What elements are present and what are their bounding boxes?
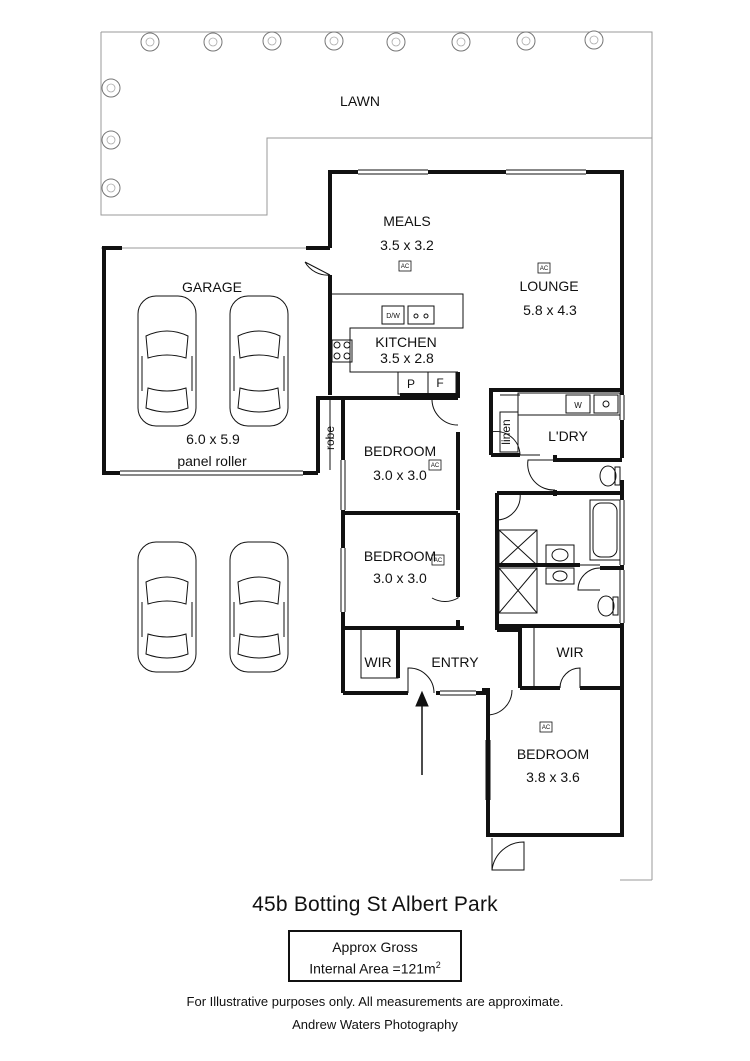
lounge-label: LOUNGE <box>519 278 578 294</box>
photographer-credit: Andrew Waters Photography <box>292 1017 458 1032</box>
area-value-text: Internal Area =121m <box>309 960 436 977</box>
doors <box>304 261 601 871</box>
windows <box>120 169 625 800</box>
interior-walls <box>341 372 622 690</box>
dishwasher-label: D/W <box>386 313 400 320</box>
entry-label: ENTRY <box>431 654 479 670</box>
area-box: Approx Gross Internal Area =121m2 <box>288 930 462 982</box>
disclaimer: For Illustrative purposes only. All meas… <box>186 994 564 1009</box>
lounge-size: 5.8 x 4.3 <box>523 302 577 318</box>
ac-label: AC <box>434 558 443 564</box>
laundry-label: L'DRY <box>548 428 588 444</box>
bedroom-label: BEDROOM <box>517 746 589 762</box>
kitchen-size: 3.5 x 2.8 <box>380 350 434 366</box>
ac-label: AC <box>540 266 549 272</box>
bedroom-size: 3.8 x 3.6 <box>526 769 580 785</box>
pantry-label: P <box>407 377 415 391</box>
meals-size: 3.5 x 3.2 <box>380 237 434 253</box>
exterior-walls <box>102 170 624 837</box>
garage-door-label: panel roller <box>177 453 247 469</box>
wir-label: WIR <box>364 654 391 670</box>
robe-label: robe <box>323 426 337 450</box>
meals-label: MEALS <box>383 213 430 229</box>
bedroom-label: BEDROOM <box>364 548 436 564</box>
ac-markers <box>398 260 553 733</box>
ac-label: AC <box>431 463 440 469</box>
lot-boundary <box>100 31 653 881</box>
bedroom-label: BEDROOM <box>364 443 436 459</box>
garage-size: 6.0 x 5.9 <box>186 431 240 447</box>
kitchen-bench <box>329 293 621 688</box>
area-value: Internal Area =121m2 <box>290 956 460 978</box>
ac-label: AC <box>401 264 410 270</box>
ac-label: AC <box>542 725 551 731</box>
car-icons <box>137 295 289 673</box>
tree-icons <box>101 30 604 198</box>
bedroom-size: 3.0 x 3.0 <box>373 570 427 586</box>
fridge-label: F <box>436 376 443 390</box>
address-title: 45b Botting St Albert Park <box>252 893 498 916</box>
garage-label: GARAGE <box>182 279 242 295</box>
wir-label: WIR <box>556 644 583 660</box>
area-label: Approx Gross <box>332 939 418 955</box>
area-unit-superscript: 2 <box>435 960 441 970</box>
lawn-label: LAWN <box>340 93 380 109</box>
kitchen-label: KITCHEN <box>375 334 436 350</box>
entry-arrow-icon <box>415 690 429 775</box>
linen-label: linen <box>499 419 513 444</box>
bedroom-size: 3.0 x 3.0 <box>373 467 427 483</box>
washer-label: W <box>574 401 582 410</box>
